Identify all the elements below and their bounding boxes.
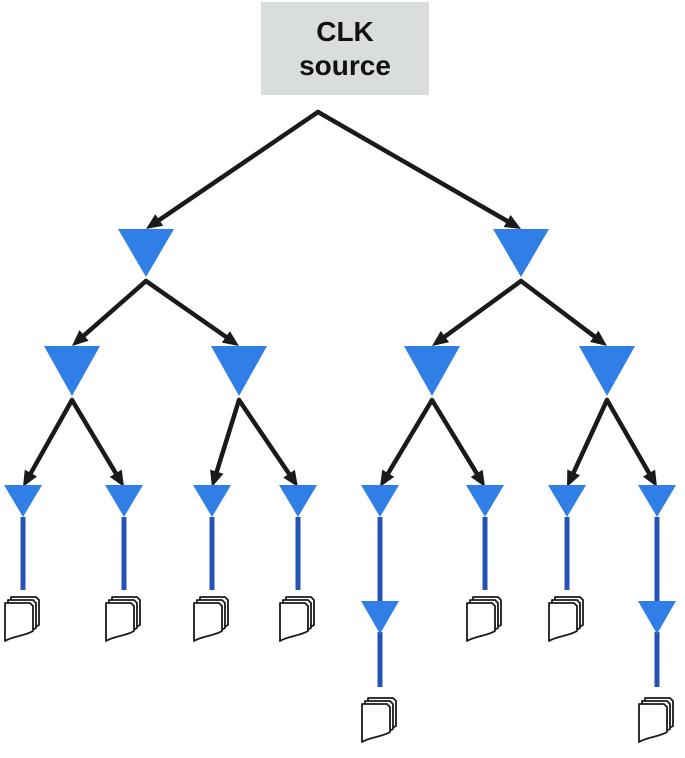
arrow-buffer-l2-to-l3-4 (380, 397, 435, 487)
sink-register-7 (638, 697, 674, 743)
arrow-buffer-l2-to-l3-3-head (283, 469, 298, 487)
arrow-buffer-l1-to-l2-3-line (518, 278, 597, 339)
buffer-l3-5 (466, 485, 504, 517)
arrow-buffer-l2-to-l3-0 (23, 397, 75, 487)
sink-register-6 (548, 596, 584, 642)
arrow-buffer-l1-to-l2-2-line (442, 278, 524, 339)
arrow-src-to-buffer-l1-0 (146, 109, 321, 229)
sink-register-1 (105, 596, 141, 642)
buffer-l3-1 (105, 485, 143, 517)
buffer-l3-0 (4, 485, 42, 517)
arrow-src-to-buffer-l1-0-line (156, 109, 321, 223)
arrow-buffer-l2-to-l3-6 (567, 397, 610, 487)
clock-tree-sinks (4, 596, 674, 743)
sink-register-5-sheet-2 (466, 602, 496, 642)
sink-register-7-sheet-2 (638, 703, 668, 743)
arrow-buffer-l1-to-l2-2-head (432, 330, 450, 346)
buffer-l3-6 (548, 485, 586, 517)
arrow-buffer-l2-to-l3-6-line (571, 397, 610, 475)
arrow-src-to-buffer-l1-0-head (146, 214, 164, 229)
arrow-buffer-l1-to-l2-1 (143, 278, 239, 346)
arrow-src-to-buffer-l1-1-head (503, 214, 521, 229)
arrow-buffer-l2-to-l3-3 (236, 397, 298, 487)
arrow-buffer-l1-to-l2-2 (432, 278, 524, 346)
arrow-buffer-l2-to-l3-5-line (429, 397, 479, 476)
arrow-buffer-l1-to-l2-0-head (72, 330, 89, 346)
buffer-l2-1 (211, 346, 267, 396)
clock-tree-buffers (4, 229, 676, 634)
arrow-buffer-l1-to-l2-0-line (81, 278, 149, 338)
clk-source-label-line2: source (299, 49, 391, 81)
arrow-buffer-l2-to-l3-7 (604, 397, 657, 487)
arrow-buffer-l2-to-l3-2-head (210, 469, 224, 487)
arrow-buffer-l2-to-l3-1-line (69, 397, 119, 476)
arrow-buffer-l1-to-l2-3 (518, 278, 607, 346)
sink-register-4 (361, 697, 397, 743)
sink-register-5 (466, 596, 502, 642)
arrow-src-to-buffer-l1-1-line (315, 109, 510, 224)
arrow-src-to-buffer-l1-1 (315, 109, 521, 229)
sink-register-4-sheet-2 (361, 703, 391, 743)
clk-source-label-line1: CLK (316, 15, 374, 47)
arrow-buffer-l2-to-l3-4-line (385, 397, 435, 476)
sink-register-6-sheet-2 (548, 602, 578, 642)
arrow-buffer-l1-to-l2-0 (72, 278, 149, 346)
buffer-l2-3 (579, 346, 635, 396)
sink-register-2-sheet-2 (193, 602, 223, 642)
arrow-buffer-l2-to-l3-1-head (109, 469, 124, 487)
clk-source-box: CLK source (261, 2, 429, 95)
buffer-l3-4 (361, 485, 399, 517)
arrow-buffer-l1-to-l2-1-line (143, 278, 229, 340)
sink-register-2 (193, 596, 229, 642)
sink-register-3 (279, 596, 315, 642)
buffer-l1-0 (118, 229, 174, 277)
arrow-buffer-l2-to-l3-0-head (23, 469, 37, 487)
buffer-extra-7 (638, 601, 676, 634)
buffer-l3-2 (193, 485, 231, 517)
arrow-buffer-l2-to-l3-5 (429, 397, 485, 487)
arrow-buffer-l2-to-l3-7-line (604, 397, 652, 476)
buffer-l1-1 (493, 229, 549, 277)
arrow-buffer-l1-to-l2-3-head (590, 330, 607, 346)
arrow-buffer-l2-to-l3-7-head (642, 469, 657, 487)
sink-register-0-sheet-2 (4, 602, 34, 642)
buffer-l3-3 (279, 485, 317, 517)
buffer-l2-0 (44, 346, 100, 396)
buffer-extra-4 (361, 601, 399, 634)
sink-register-1-sheet-2 (105, 602, 135, 642)
arrow-buffer-l2-to-l3-5-head (470, 469, 485, 487)
arrow-buffer-l2-to-l3-2 (210, 397, 242, 487)
arrow-buffer-l2-to-l3-3-line (236, 397, 292, 477)
arrow-buffer-l1-to-l2-1-head (221, 331, 239, 346)
arrow-buffer-l2-to-l3-4-head (380, 469, 395, 487)
sink-register-0 (4, 596, 40, 642)
clock-tree-wires (20, 109, 660, 687)
arrow-buffer-l2-to-l3-6-head (567, 469, 581, 487)
buffer-l2-2 (404, 346, 460, 396)
arrow-buffer-l2-to-l3-1 (69, 397, 124, 487)
buffer-l3-7 (638, 485, 676, 517)
sink-register-3-sheet-2 (279, 602, 309, 642)
arrow-buffer-l2-to-l3-2-line (214, 397, 242, 474)
arrow-buffer-l2-to-l3-0-line (28, 397, 75, 476)
